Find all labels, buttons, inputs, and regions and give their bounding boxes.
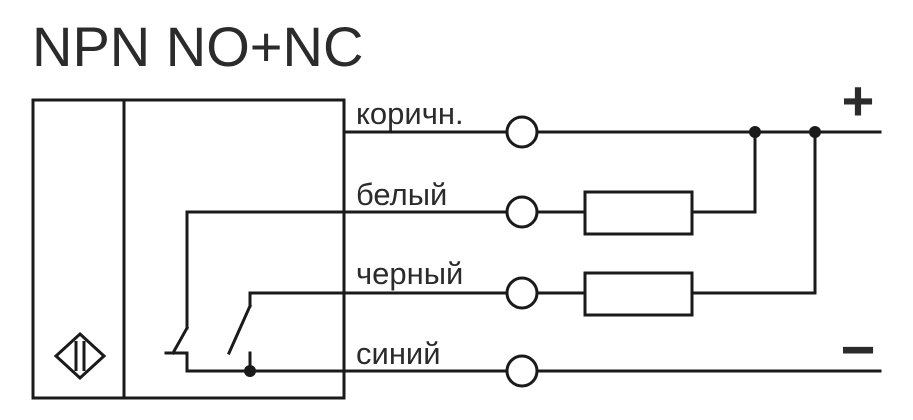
no-blade [227, 304, 252, 355]
terminal-blue [505, 354, 539, 388]
wire-label-blue: синий [356, 336, 441, 371]
wire-black [342, 126, 821, 317]
terminal-brown [505, 115, 539, 149]
wire-label-black: черный [356, 256, 463, 291]
normally-closed-contact-icon [164, 210, 346, 373]
terminal-black [505, 276, 539, 310]
junction-dot-white [749, 126, 761, 138]
wire-label-white: белый [356, 177, 447, 212]
diagram-title: NPN NO+NC [32, 15, 363, 78]
inductive-sensor-icon [53, 331, 107, 381]
resistor-load-icon [583, 190, 694, 236]
terminal-white [505, 195, 539, 229]
positive-sign: + [842, 69, 875, 132]
nc-lower-lead [185, 351, 252, 373]
no-upper-lead [248, 291, 346, 308]
wire-brown [342, 115, 882, 149]
negative-sign: − [840, 316, 875, 383]
nc-blade [170, 325, 190, 356]
common-junction-dot [244, 365, 256, 377]
wire-blue [342, 354, 882, 388]
nc-upper-lead [185, 210, 346, 330]
wire-white [342, 126, 761, 236]
junction-dot-black [809, 126, 821, 138]
wire-label-brown: коричн. [356, 96, 464, 131]
resistor-load-icon [583, 271, 694, 317]
